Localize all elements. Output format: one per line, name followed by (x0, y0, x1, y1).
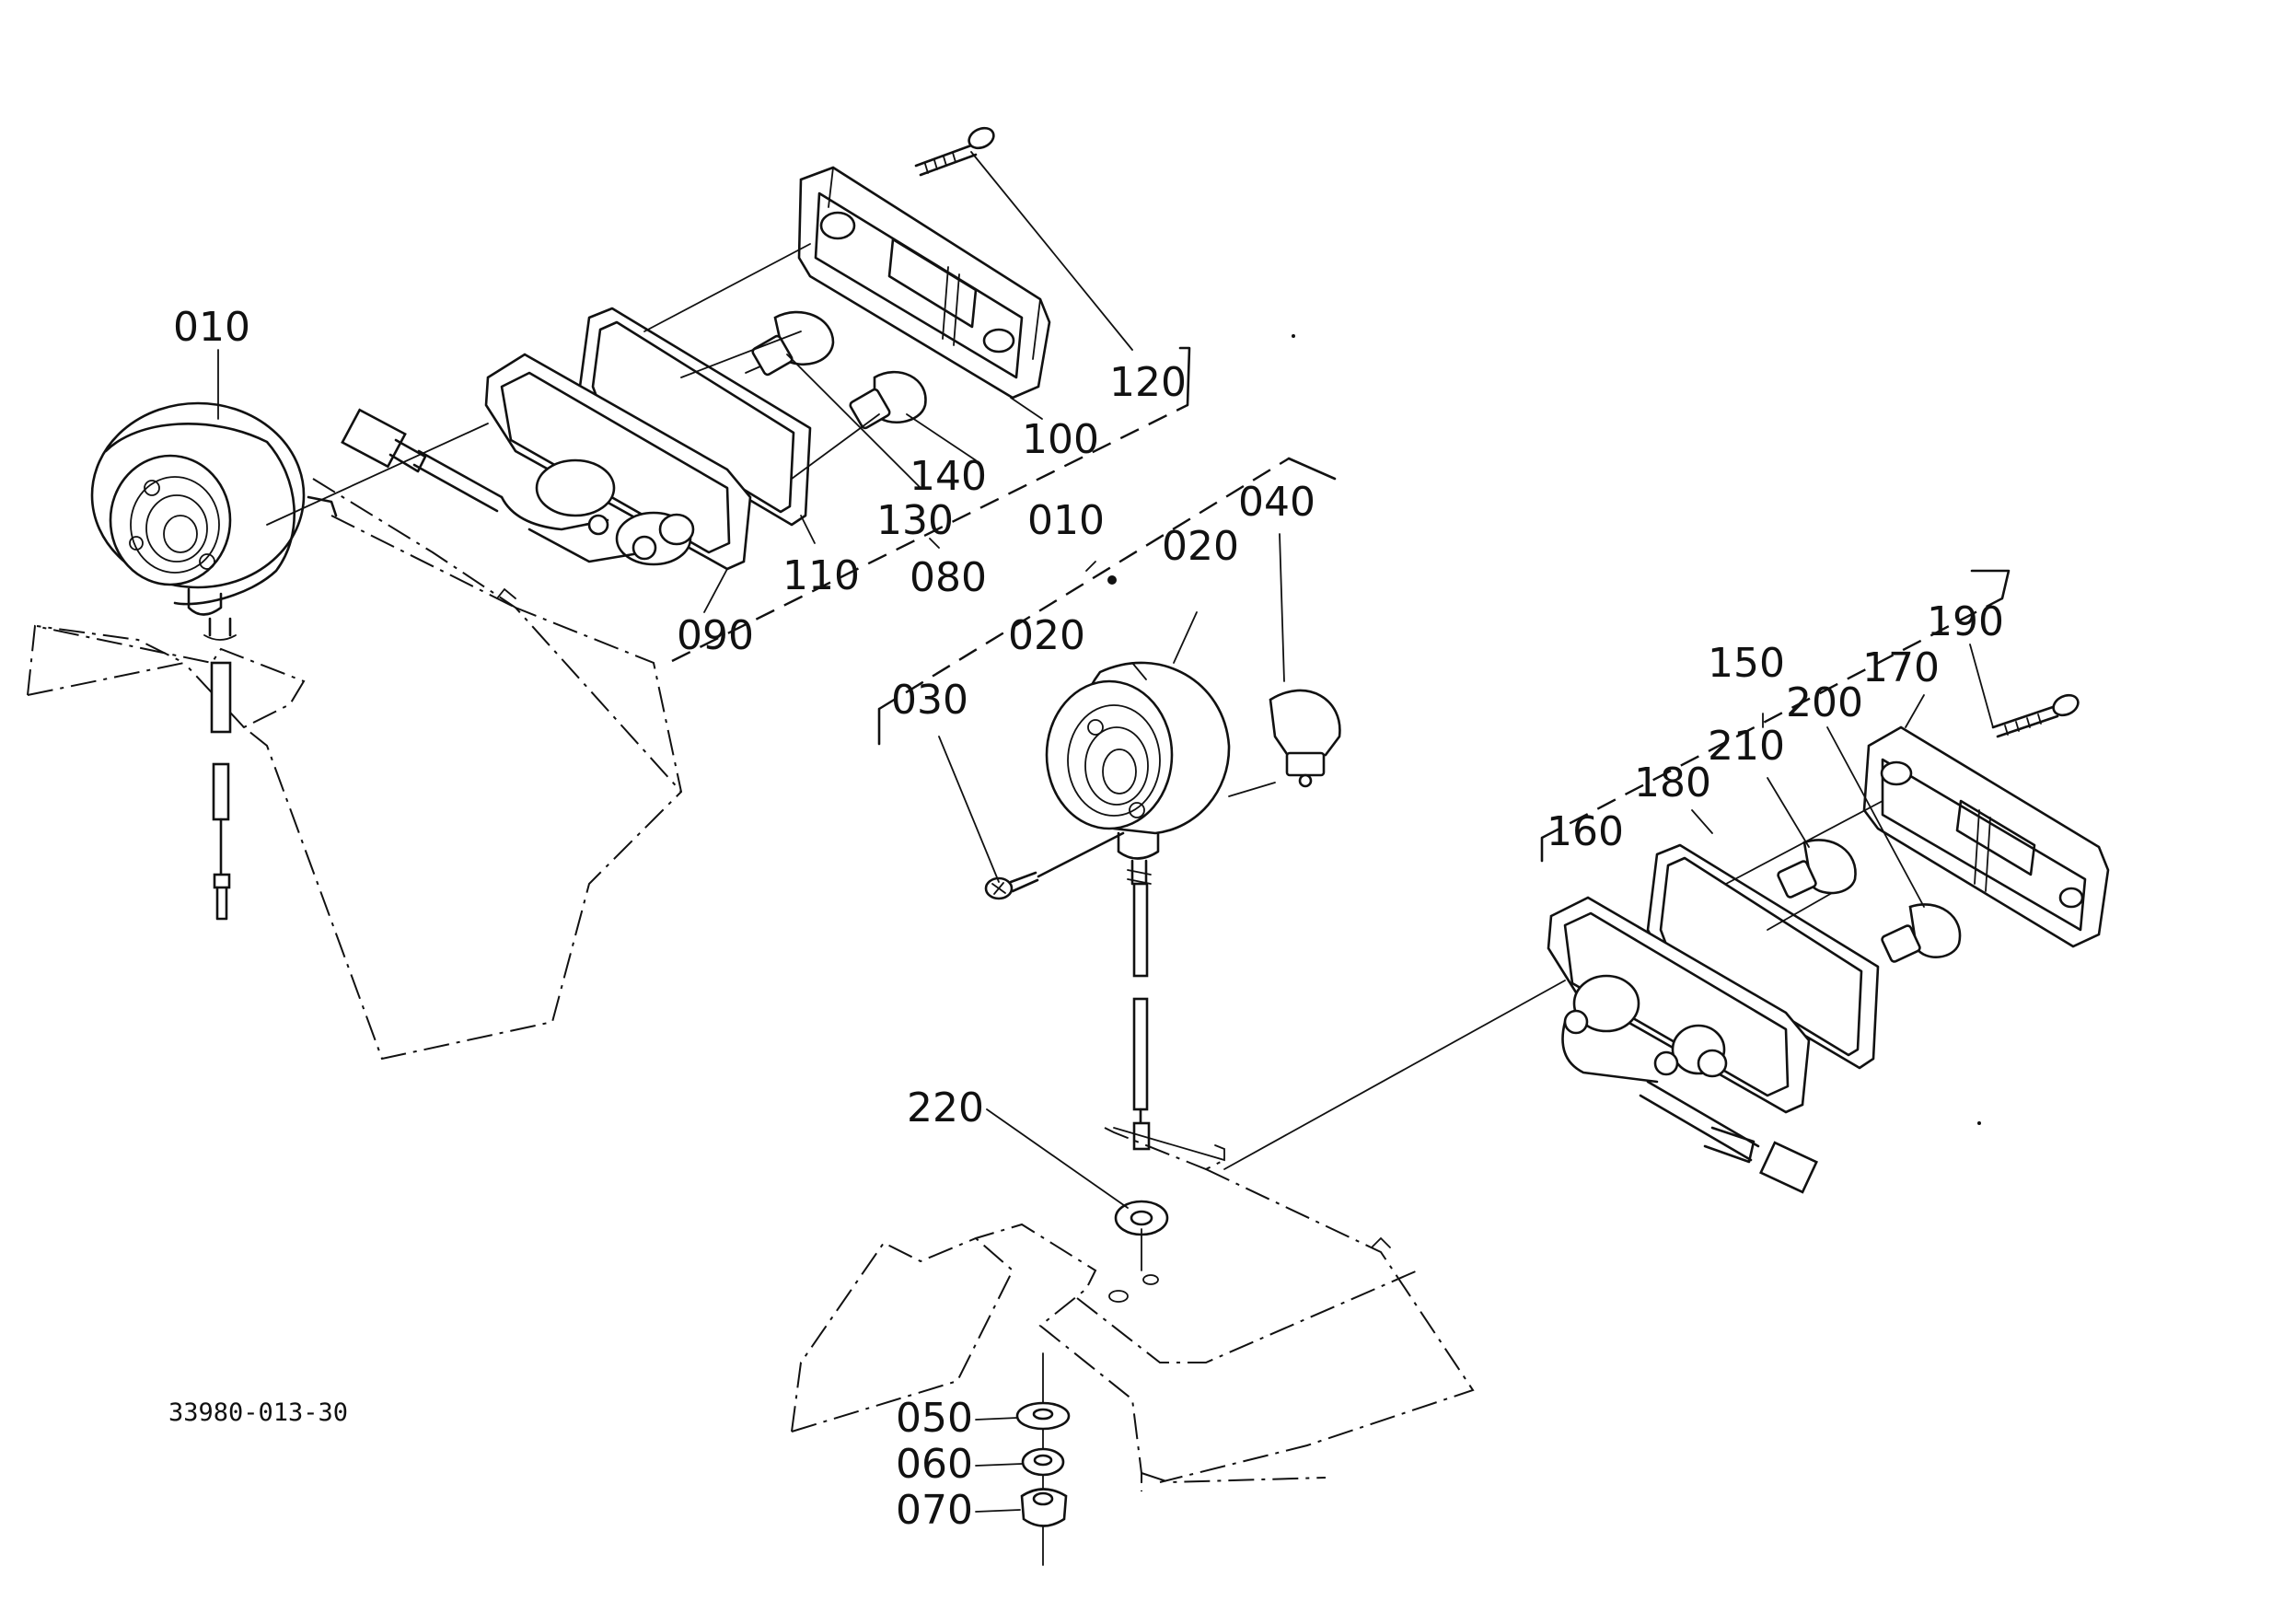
upper-lamp-bulb-130 (745, 310, 835, 377)
upper-lamp-screw-120 (914, 126, 995, 177)
callout-030: 030 (891, 677, 968, 724)
callout-160: 160 (1547, 808, 1624, 855)
callout-040: 040 (1238, 479, 1315, 526)
callout-200: 200 (1786, 679, 1863, 726)
left-fender-panel (27, 478, 683, 1061)
right-lamp-housing-160 (1547, 896, 1811, 1114)
callout-070: 070 (896, 1487, 973, 1534)
callout-020-lower: 020 (1008, 612, 1085, 659)
callout-010-center-lamp: 010 (1027, 497, 1105, 544)
upper-lamp-leader-lines (266, 243, 880, 526)
center-lamp-screw-030 (984, 831, 1125, 900)
callout-180: 180 (1634, 760, 1711, 806)
callout-010-left-lamp: 010 (173, 304, 250, 351)
callout-110: 110 (782, 552, 860, 599)
right-lamp-assembly-boundary (1540, 569, 2011, 863)
center-lamp-assembly-boundary (877, 457, 1337, 746)
callout-130: 130 (876, 497, 954, 544)
callout-190: 190 (1927, 598, 2004, 645)
right-lamp-leader-lines (1725, 800, 1883, 931)
callout-020-upper: 020 (1162, 523, 1239, 570)
center-round-lamp (1045, 661, 1231, 1151)
callout-080: 080 (910, 554, 987, 601)
callout-100: 100 (1022, 416, 1099, 463)
callout-170: 170 (1862, 644, 1940, 691)
right-lamp-screw-190 (1991, 693, 2080, 738)
upper-lamp-cover-100 (797, 166, 1051, 400)
upper-lamp-assembly-boundary (671, 346, 1191, 663)
callout-120: 120 (1109, 359, 1187, 406)
center-fender-panel (791, 980, 1566, 1491)
upper-lamp-wire-connector (341, 408, 504, 513)
callout-060: 060 (896, 1441, 973, 1488)
center-hardware-stack (1015, 1352, 1071, 1566)
upper-lamp-bulb-140 (849, 370, 927, 430)
center-lamp-bulb-040 (1228, 689, 1341, 797)
upper-lamp-housing-090 (484, 353, 752, 571)
callout-090: 090 (677, 612, 754, 659)
left-lamp-stem (203, 617, 237, 921)
callout-050: 050 (896, 1395, 973, 1442)
callout-210: 210 (1708, 723, 1785, 770)
right-lamp-bulb-200 (1881, 903, 1962, 963)
left-round-lamp (90, 401, 338, 616)
right-lamp-bulb-210 (1777, 839, 1857, 899)
drawing-number: 33980-013-30 (168, 1398, 348, 1427)
callout-leaders (217, 151, 1994, 1513)
callout-140: 140 (910, 453, 987, 500)
callout-220: 220 (907, 1085, 984, 1131)
callout-150: 150 (1708, 640, 1785, 687)
right-lamp-cover-170 (1862, 725, 2110, 948)
right-lamp-wire-connector (1639, 1080, 1818, 1194)
callout-labels: 010 120 100 140 130 110 080 090 010 040 … (168, 304, 2004, 1534)
